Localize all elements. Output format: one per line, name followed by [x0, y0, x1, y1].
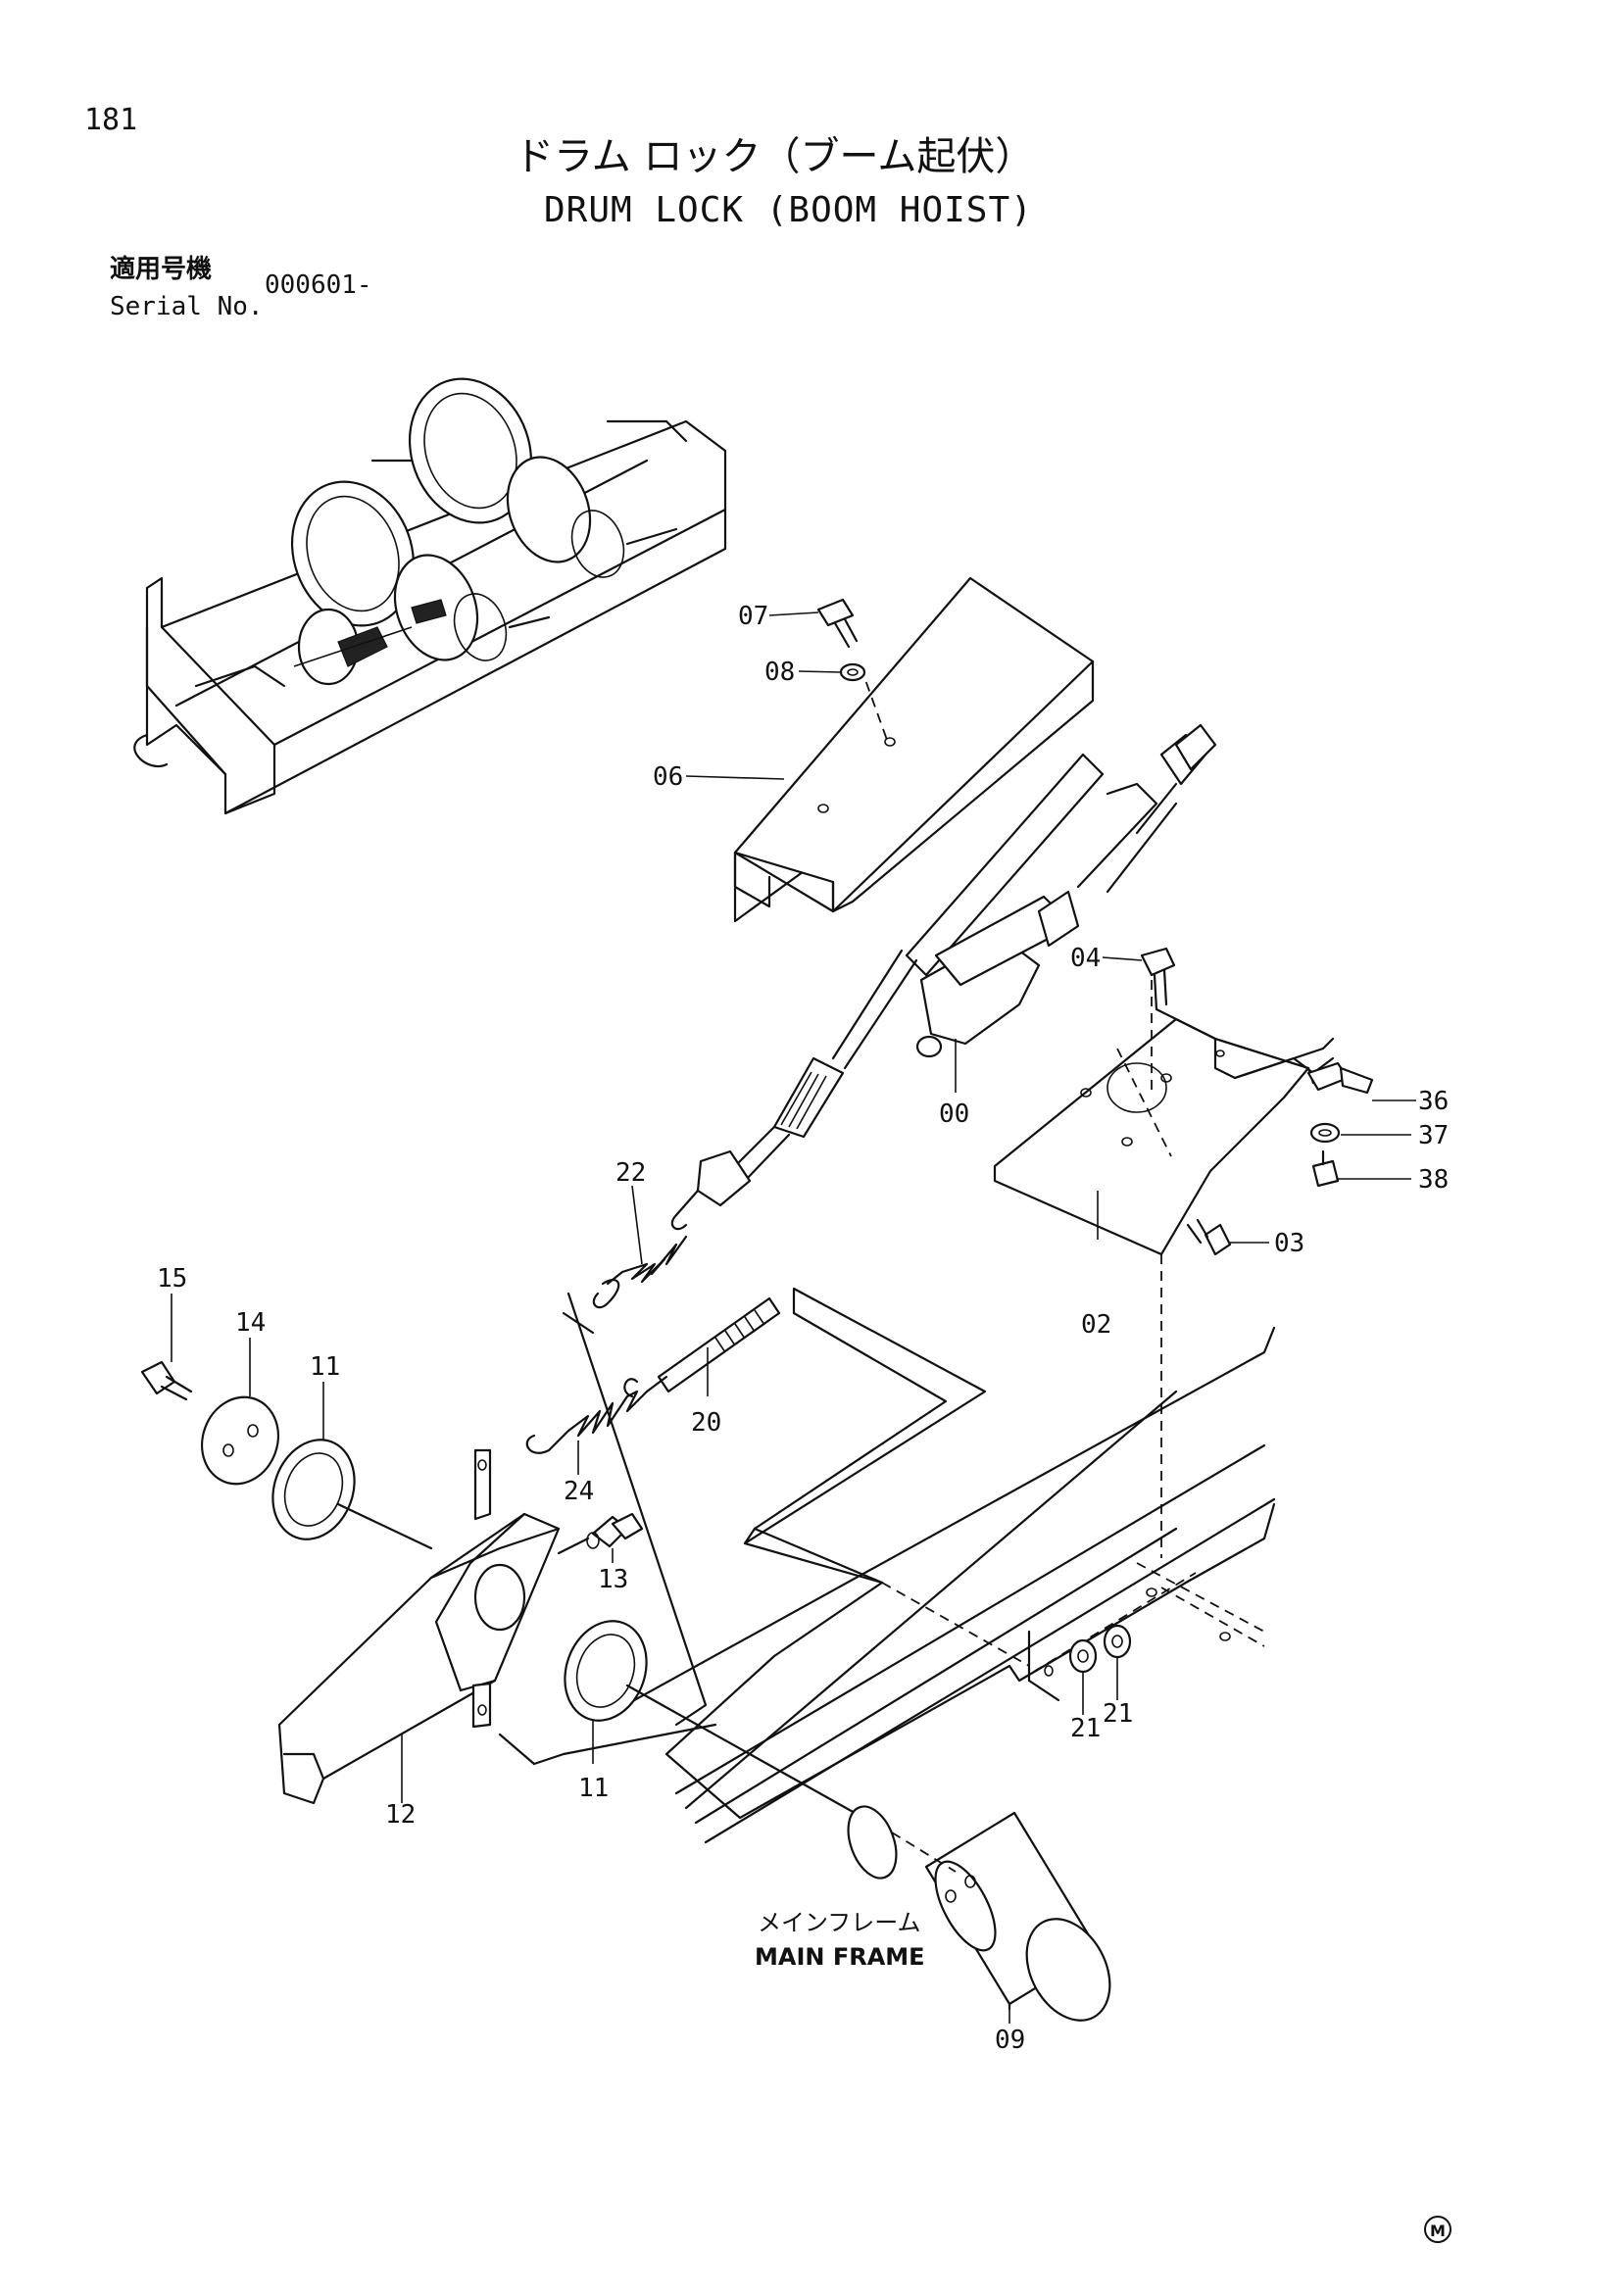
label-09: 09 — [995, 2026, 1025, 2055]
label-02: 02 — [1081, 1310, 1111, 1340]
part-14-plate — [201, 1395, 279, 1486]
page-title-japanese: ドラム ロック（ブーム起伏） — [515, 134, 1035, 179]
part-11-thrust-washer-right — [564, 1620, 648, 1722]
label-20: 20 — [691, 1408, 721, 1438]
assembly-leader-lines — [336, 1292, 874, 1825]
main-frame-label-japanese: メインフレーム — [758, 1909, 921, 1936]
label-38: 38 — [1418, 1165, 1449, 1195]
page-number: 181 — [84, 103, 138, 137]
label-24: 24 — [564, 1477, 594, 1506]
label-36: 36 — [1418, 1087, 1449, 1116]
part-09-pin — [847, 1805, 1111, 2022]
drum-assembly-inset — [133, 377, 727, 815]
part-38-bolt — [1311, 1149, 1340, 1188]
label-00: 00 — [939, 1099, 969, 1129]
part-labels: 07 08 06 04 00 36 37 38 03 02 22 15 14 1… — [157, 602, 1449, 2055]
serial-label-japanese: 適用号機 — [110, 255, 213, 284]
label-21-right: 21 — [1103, 1699, 1133, 1729]
serial-number-value: 000601- — [265, 270, 372, 300]
label-11-left: 11 — [310, 1352, 340, 1382]
part-37-washer — [1309, 1122, 1341, 1144]
label-37: 37 — [1418, 1121, 1449, 1150]
part-15-bolt — [140, 1360, 193, 1401]
part-02-bracket — [993, 980, 1335, 1256]
page-title-english: DRUM LOCK (BOOM HOIST) — [544, 190, 1033, 230]
part-36-clip — [1306, 1061, 1374, 1095]
corner-mark: M — [1424, 2216, 1451, 2243]
main-frame-label-english: MAIN FRAME — [755, 1943, 925, 1971]
part-00-actuator — [674, 723, 1217, 1217]
label-08: 08 — [764, 658, 795, 687]
label-07: 07 — [738, 602, 768, 631]
label-15: 15 — [157, 1264, 187, 1294]
part-11-thrust-washer-left — [271, 1439, 356, 1540]
part-20-rod — [657, 1296, 781, 1393]
label-leader-lines — [171, 611, 1416, 2024]
part-06-cover — [733, 576, 1095, 923]
main-frame — [606, 1254, 1276, 1844]
serial-label-english: Serial No. — [110, 292, 264, 321]
part-04-bolt — [1140, 947, 1176, 1011]
label-12: 12 — [385, 1800, 416, 1830]
part-21-nut — [1068, 1624, 1132, 1674]
part-13-grease-fitting — [557, 1512, 644, 1555]
label-06: 06 — [653, 762, 683, 792]
part-08-washer — [839, 662, 866, 682]
main-frame-label: メインフレーム MAIN FRAME — [755, 1909, 925, 1971]
corner-mark-letter: M — [1430, 2222, 1446, 2240]
part-07-bolt — [816, 598, 859, 649]
label-22: 22 — [615, 1158, 646, 1188]
part-24-spring — [525, 1375, 668, 1454]
part-22-spring — [592, 1213, 688, 1309]
label-14: 14 — [235, 1308, 266, 1338]
part-12-lock-pawl — [277, 1448, 561, 1805]
label-21-left: 21 — [1070, 1714, 1101, 1743]
label-03: 03 — [1274, 1229, 1304, 1258]
label-11-right: 11 — [578, 1774, 609, 1803]
label-13: 13 — [598, 1565, 628, 1594]
label-04: 04 — [1070, 944, 1101, 973]
part-03-bolt — [1186, 1218, 1232, 1256]
